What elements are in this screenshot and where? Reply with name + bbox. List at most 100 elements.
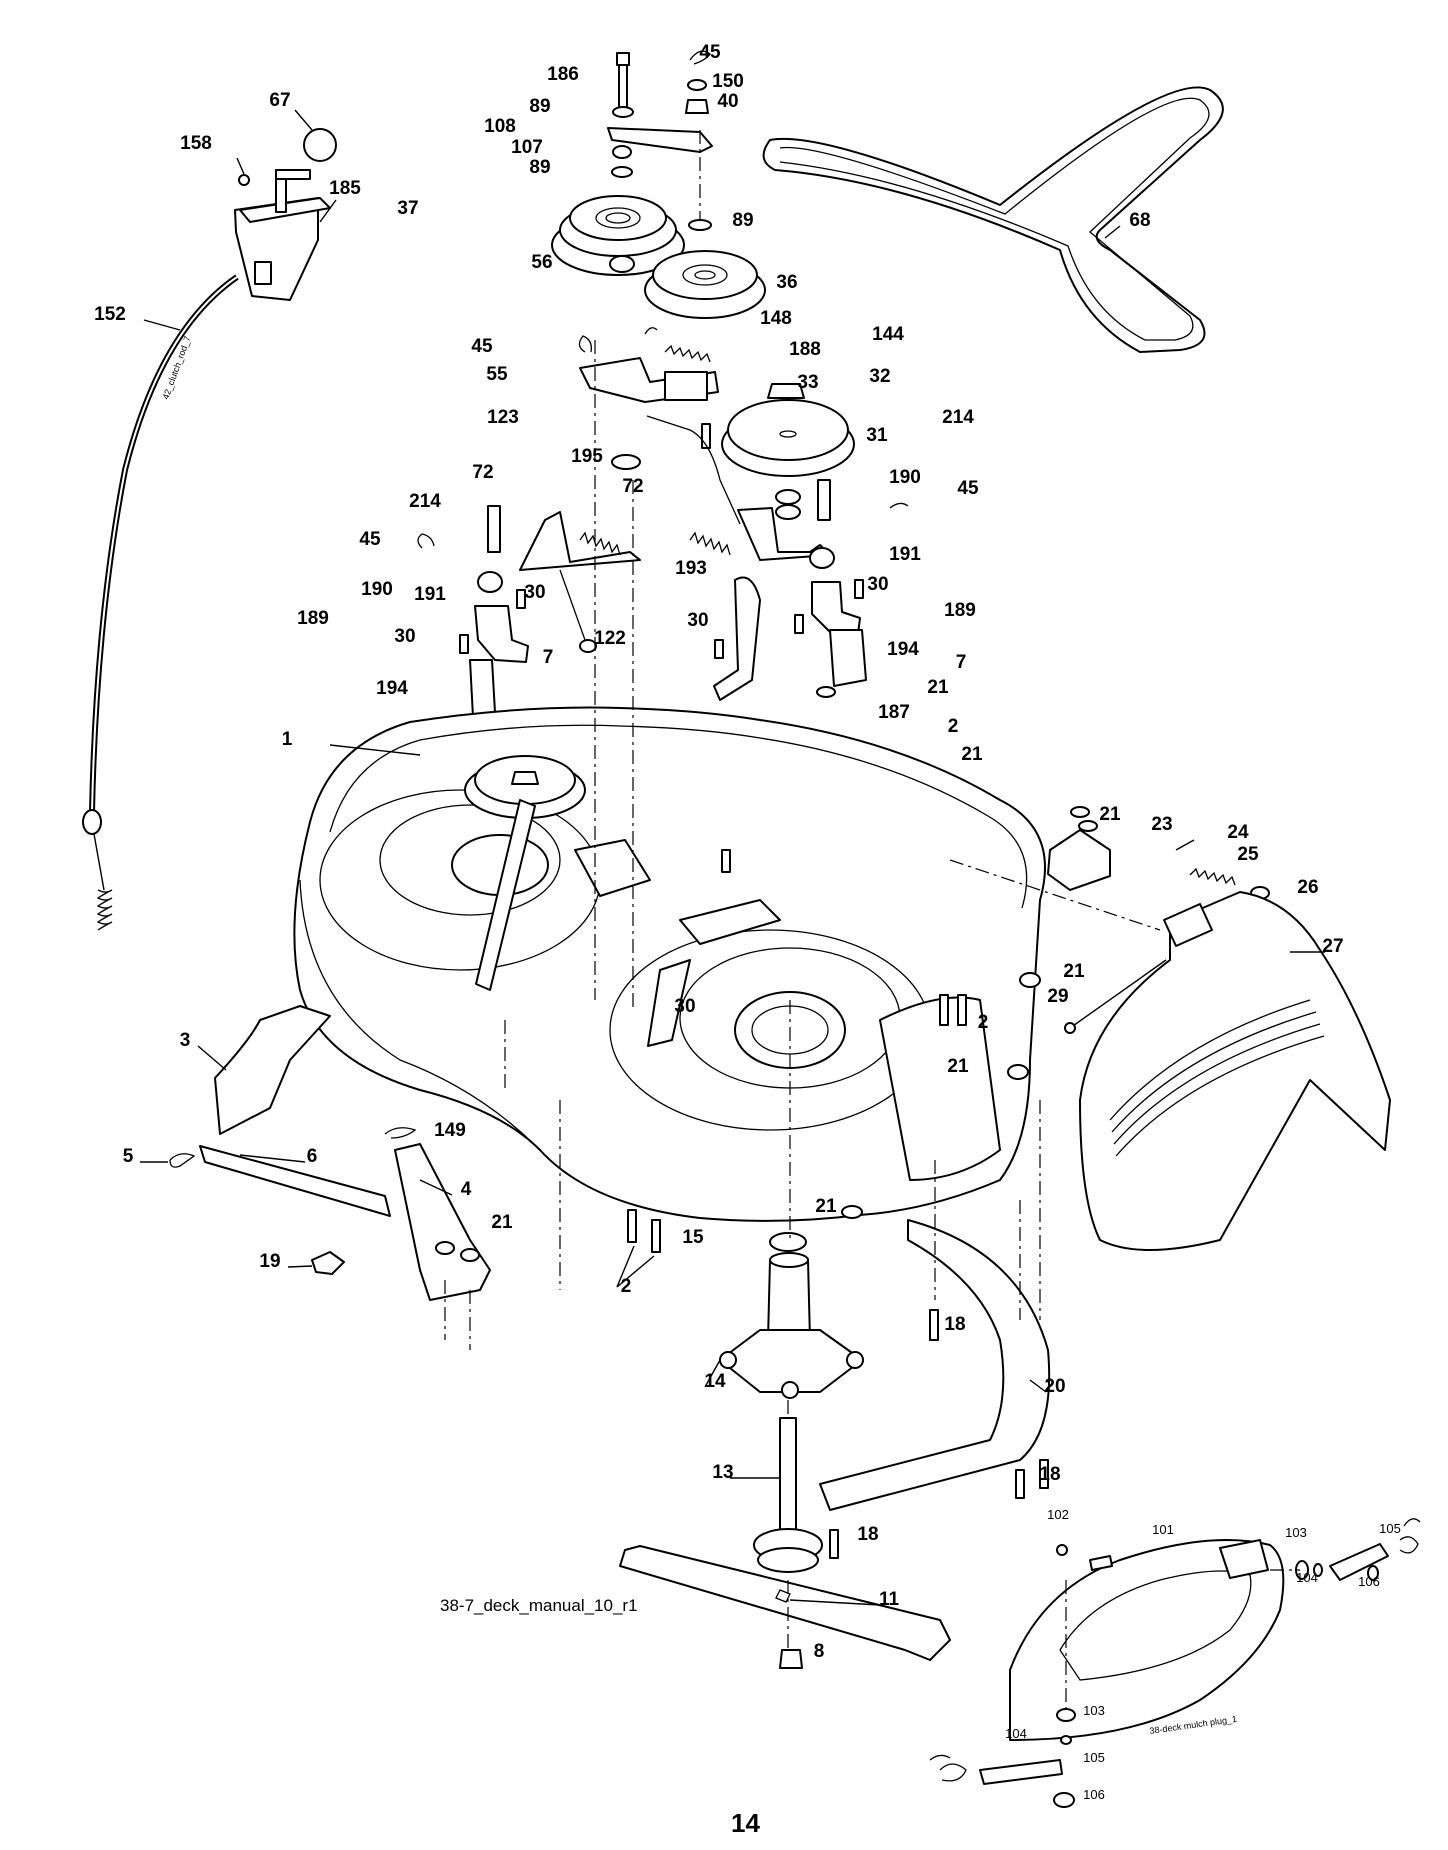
callout-148: 148 [760,308,792,329]
callout-30: 30 [394,626,415,647]
callout-19: 19 [259,1251,280,1272]
knob-106-bottom [1053,1792,1075,1808]
nut-33 [767,383,805,399]
callout-123: 123 [487,407,519,428]
callout-122: 122 [594,628,626,649]
rod-6 [199,1145,391,1217]
callout-18: 18 [1039,1464,1060,1485]
callout-158: 158 [180,133,212,154]
washer-104-bottom [1060,1735,1072,1745]
callout-89: 89 [732,210,753,231]
callout-21: 21 [1063,961,1085,982]
callout-25: 25 [1237,844,1259,865]
spring-clip-right [1399,1518,1421,1554]
bolt-2-d [957,994,967,1026]
rod-29 [1069,959,1167,1029]
callout-56: 56 [531,252,552,273]
callout-67: 67 [269,90,290,111]
bracket-3 [214,1005,331,1135]
spacer-56 [609,255,635,273]
callout-45: 45 [957,478,979,499]
callout-21: 21 [491,1212,513,1233]
tension-arm-right [737,507,831,561]
callout-7: 7 [543,647,554,668]
diagram-caption: 38-7_deck_manual_10_r1 [440,1596,638,1615]
callout-32: 32 [869,366,890,387]
hairpin-45-right [889,502,909,509]
callout-186: 186 [547,64,579,85]
nut-21-deck-c [1019,972,1041,988]
rod-122 [559,569,586,641]
bolt-30-a [516,589,526,609]
callout-190: 190 [889,467,921,488]
mulch-callout-103: 103 [1285,1525,1307,1540]
callout-6: 6 [307,1146,318,1167]
mulch-callout-105: 105 [1379,1521,1401,1536]
callout-195: 195 [571,446,603,467]
lift-arm-4 [394,1143,491,1301]
bracket-189-left [474,605,529,663]
mulch-callout-106: 106 [1358,1574,1380,1589]
bolt-30-b [854,579,864,599]
callout-214: 214 [409,491,441,512]
callout-14: 14 [704,1371,726,1392]
callout-1: 1 [282,729,293,750]
bolt-2-e [721,849,731,873]
callout-185: 185 [329,178,361,199]
mulch-callout-103: 103 [1083,1703,1105,1718]
rod-123 [646,415,741,525]
callout-189: 189 [944,600,976,621]
spring-72-left [579,531,621,556]
callout-21: 21 [815,1196,837,1217]
callout-18: 18 [857,1524,878,1545]
mulch-callout-105: 105 [1083,1750,1105,1765]
bushing-191-left [477,571,503,593]
bolt-102-a [1056,1544,1068,1556]
bolt-18-a [929,1309,939,1341]
rod-end-122 [579,639,597,653]
spacer-31-a [775,489,801,505]
idler-arm-108 [607,127,713,153]
callout-13: 13 [712,1462,733,1483]
callout-144: 144 [872,324,904,345]
callout-55: 55 [486,364,508,385]
bolt-188 [701,423,711,449]
callout-18: 18 [944,1314,965,1335]
callout-214: 214 [942,407,974,428]
callout-3: 3 [180,1030,191,1051]
callout-21: 21 [927,677,949,698]
nut-21-linkage-a [435,1241,455,1255]
callout-193: 193 [675,558,707,579]
bolt-19 [311,1251,345,1275]
callout-11: 11 [879,1589,900,1610]
callout-24: 24 [1227,822,1249,843]
spring-25 [1189,867,1236,886]
hairpin-45-top [689,50,711,65]
callout-2: 2 [978,1012,989,1033]
callout-72: 72 [622,476,643,497]
callout-30: 30 [867,574,888,595]
washer-150 [687,79,707,91]
callout-194: 194 [887,639,919,660]
callout-187: 187 [878,702,910,723]
nut-40 [685,99,709,114]
baffle-20 [819,1219,1051,1511]
callout-191: 191 [414,584,446,605]
bolt-30-c [794,614,804,634]
washer-89-mid [611,166,633,178]
callout-31: 31 [866,425,888,446]
tension-arm-left [519,511,641,571]
callout-89: 89 [529,96,550,117]
clutch-knob-ball [303,128,337,162]
chute-hinge-bracket-23 [1047,829,1111,891]
bolt-186 [616,52,630,111]
pin-5 [169,1153,196,1168]
callout-37: 37 [397,198,418,219]
callout-30: 30 [687,610,708,631]
bolt-214-left [487,505,501,553]
clutch-bracket [234,169,331,301]
discharge-chute-27 [1079,891,1391,1251]
washer-104-right [1313,1563,1323,1577]
